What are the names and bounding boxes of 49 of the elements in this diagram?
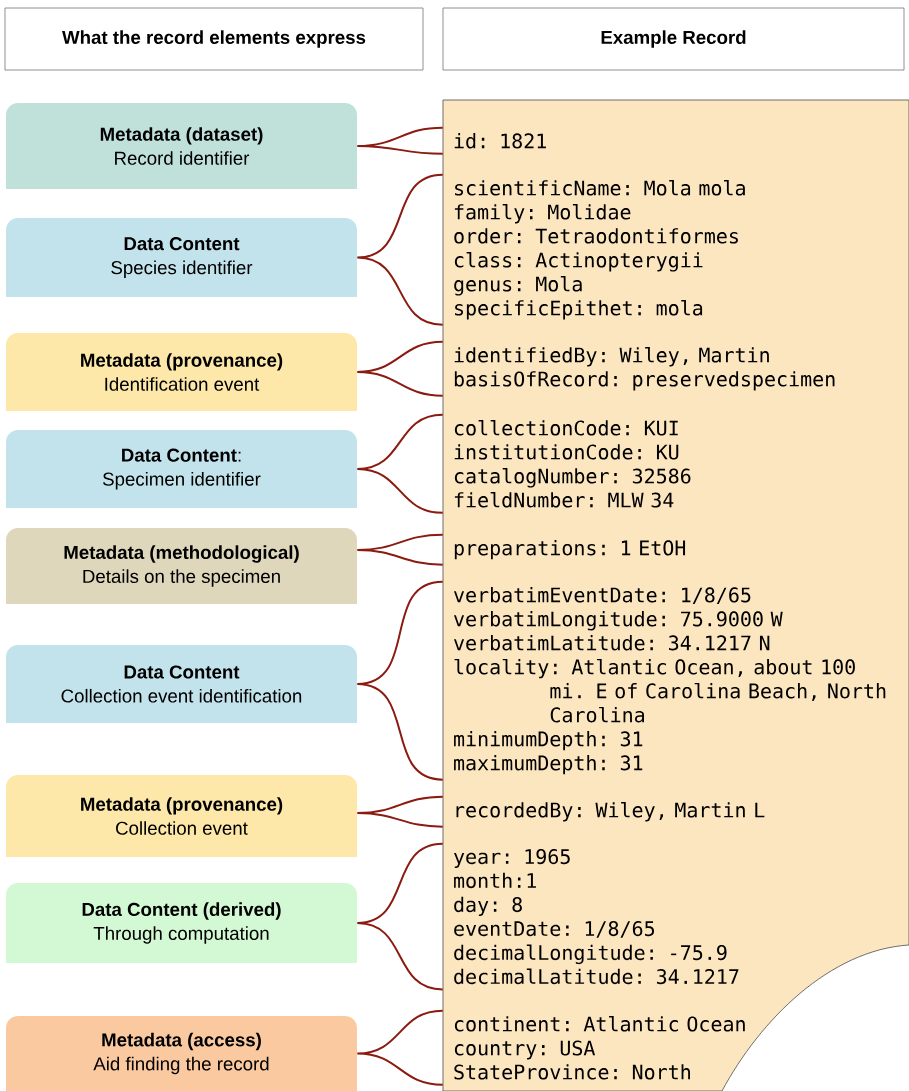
header-box: Example Record: [442, 7, 905, 71]
record-field: basisOfRecord: preservedspecimen: [454, 371, 835, 391]
curly-bracket: [356, 795, 444, 828]
header-box: What the record elements express: [4, 7, 424, 71]
record-field: maximumDepth: 31: [454, 755, 643, 775]
record-field: minimumDepth: 31: [454, 731, 643, 751]
record-field: family: Molidae: [454, 204, 631, 224]
record-field: scientificName: Mola mola: [455, 180, 745, 196]
record-field: StateProvince: North: [454, 1064, 690, 1080]
category-box: Metadata (provenance) Identification event: [6, 333, 357, 411]
record-field: genus: Mola: [454, 276, 582, 296]
record-field: eventDate: 1/8/65: [454, 921, 655, 938]
record-field: recordedBy: Wiley, Martin L: [456, 802, 765, 822]
category-box: Data Content (derived) Through computation: [6, 883, 357, 963]
curly-bracket: [356, 580, 444, 781]
category-box: Data Content Collection event identification: [6, 645, 357, 723]
record-field: verbatimLatitude: 34.1217 N: [454, 635, 770, 651]
record-field: institutionCode: KU: [454, 444, 679, 460]
record-field: verbatimLongitude: 75.9000 W: [454, 611, 783, 631]
curly-bracket: [356, 413, 444, 514]
record-field: specificEpithet: mola: [455, 300, 703, 320]
record-field: id: 1821: [454, 133, 546, 149]
record-field: class: Actinopterygii: [454, 252, 703, 272]
record-field: month:1: [454, 872, 536, 889]
record-field: identifiedBy: Wiley, Martin: [454, 347, 769, 367]
record-field: collectionCode: KUI: [454, 420, 678, 436]
curly-bracket: [356, 126, 444, 155]
record-field: fieldNumber: MLW 34: [454, 492, 674, 508]
record-field: day: 8: [454, 896, 522, 916]
category-box: Data Content: Specimen identifier: [6, 430, 357, 508]
record-field: verbatimEventDate: 1/8/65: [454, 587, 751, 605]
record-field: decimalLatitude: 34.1217: [454, 968, 739, 985]
record-field: preparations: 1 EtOH: [454, 540, 686, 560]
record-field: decimalLongitude: -75.9: [454, 944, 727, 965]
record-field: year: 1965: [454, 849, 570, 868]
curly-bracket: [356, 842, 444, 991]
curly-bracket: [356, 533, 444, 566]
record-sheet: [442, 99, 909, 1091]
record-field: continent: Atlantic Ocean: [454, 1016, 745, 1032]
record-field: catalogNumber: 32586: [454, 468, 691, 488]
curly-bracket: [356, 173, 444, 326]
category-box: Metadata (access) Aid finding the record: [6, 1016, 357, 1091]
category-box: Metadata (provenance) Collection event: [6, 775, 357, 857]
curly-bracket: [356, 340, 444, 397]
record-field: order: Tetraodontiformes: [454, 228, 738, 244]
record-field: country: USA: [454, 1040, 596, 1060]
category-box: Data Content Species identifier: [6, 218, 357, 297]
category-box: Metadata (methodological) Details on the specimen: [6, 528, 357, 604]
category-box: Metadata (dataset) Record identifier: [6, 103, 357, 189]
